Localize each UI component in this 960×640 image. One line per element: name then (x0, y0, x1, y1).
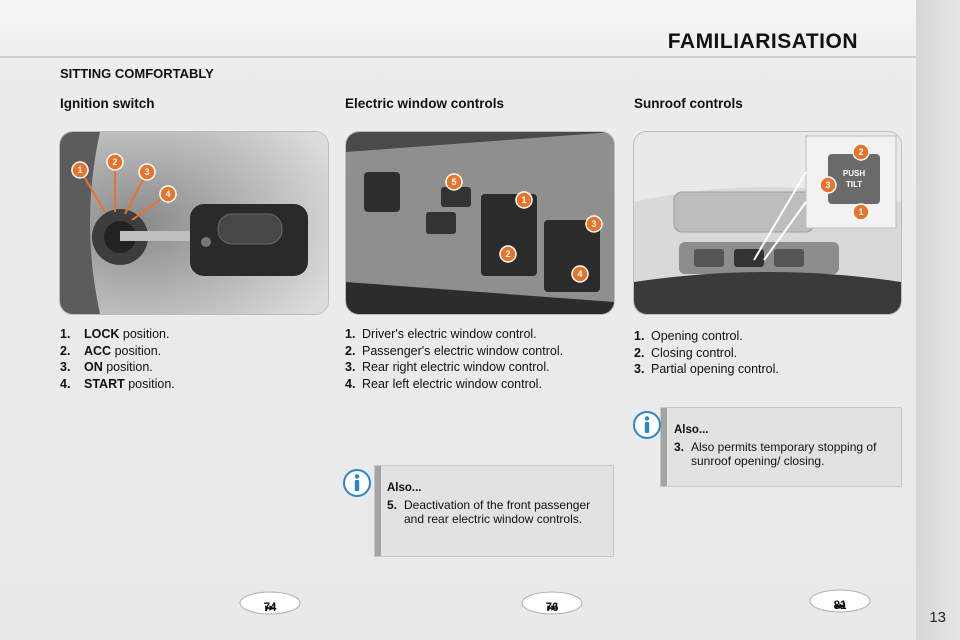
page-ref-74[interactable]: ⏭ 74 (238, 590, 302, 616)
ignition-callout-1 (71, 161, 89, 179)
list-item: 4.START position. (60, 376, 175, 391)
windows-list: 1.Driver's electric window control. 2.Pa… (345, 326, 563, 392)
callout-label: 1 (521, 195, 526, 205)
sunroof-list: 1.Opening control. 2.Closing control. 3.… (634, 328, 779, 378)
page-number: 13 (929, 609, 946, 626)
page-edge (916, 0, 960, 640)
list-item: 3.Rear right electric window control. (345, 360, 550, 374)
header-divider (0, 56, 916, 58)
windows-note: Also... 5. Deactivation of the front pas… (374, 465, 614, 557)
callout-label: 3 (825, 180, 830, 190)
callout-label: 3 (591, 219, 596, 229)
windows-photo: 5 1 2 3 4 (345, 131, 615, 315)
manual-page: FAMILIARISATION SITTING COMFORTABLY Igni… (0, 0, 916, 640)
ignition-photo: 1 2 3 4 (59, 131, 329, 315)
info-icon (343, 469, 371, 497)
list-item: 3.ON position. (60, 360, 153, 374)
callout-label: 2 (112, 157, 117, 167)
sunroof-note: Also... 3. Also permits temporary stoppi… (660, 407, 902, 487)
sunroof-photo: PUSH TILT 2 3 1 (633, 131, 902, 315)
note-text: 5. Deactivation of the front passenger a… (387, 498, 591, 526)
ignition-list: 1.LOCK position. 2.ACC position. 3.ON po… (60, 326, 175, 392)
list-item: 3.Partial opening control. (634, 362, 779, 376)
note-bar (375, 466, 381, 556)
callout-label: 2 (858, 147, 863, 157)
list-item: 1.LOCK position. (60, 327, 170, 341)
note-title: Also... (387, 482, 422, 494)
sunroof-button-label: TILT (846, 180, 862, 189)
ref-arrow-icon: ⏭ (546, 602, 558, 614)
list-item: 2.Closing control. (634, 345, 738, 360)
list-item: 4.Rear left electric window control. (345, 376, 542, 391)
list-item: 2.Passenger's electric window control. (345, 343, 564, 358)
callout-label: 2 (505, 249, 510, 259)
callout-label: 3 (144, 167, 149, 177)
sunroof-title: Sunroof controls (634, 96, 743, 111)
list-item: 2.ACC position. (60, 343, 162, 358)
callout-label: 4 (577, 269, 582, 279)
page-ref-81[interactable]: ⏭ 81 (808, 588, 872, 614)
ref-arrow-icon: ⏭ (264, 602, 276, 614)
callout-label: 1 (77, 165, 82, 175)
sunroof-button-label: PUSH (843, 169, 865, 178)
note-text: 3. Also permits temporary stopping of su… (674, 440, 877, 468)
section-title: SITTING COMFORTABLY (60, 66, 214, 81)
info-icon (633, 411, 661, 439)
note-title: Also... (674, 424, 709, 436)
ref-arrow-icon: ⏭ (834, 600, 846, 612)
note-bar (661, 408, 667, 486)
header-title: FAMILIARISATION (667, 30, 858, 53)
page-ref-76[interactable]: ⏭ 76 (520, 590, 584, 616)
callout-label: 4 (165, 189, 170, 199)
ignition-title: Ignition switch (60, 96, 155, 111)
list-item: 1.Driver's electric window control. (345, 327, 537, 341)
callout-label: 1 (858, 207, 863, 217)
list-item: 1.Opening control. (634, 329, 743, 343)
callout-label: 5 (451, 177, 456, 187)
windows-title: Electric window controls (345, 96, 505, 111)
